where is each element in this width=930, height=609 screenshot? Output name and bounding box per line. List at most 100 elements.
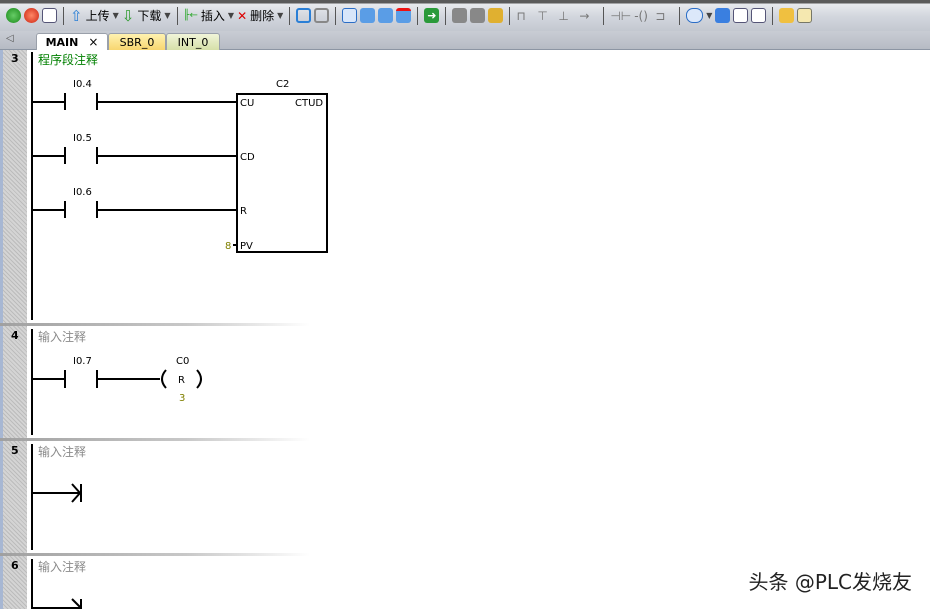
coil-address: C0 — [176, 356, 189, 367]
delete-icon: ✕ — [237, 8, 248, 23]
insert-label: 插入 — [200, 9, 225, 23]
line-up-icon[interactable]: ⊥ — [558, 8, 569, 23]
network-gray-icon[interactable] — [314, 8, 330, 23]
line-down-icon[interactable]: ⊤ — [537, 8, 548, 23]
separator — [417, 6, 419, 25]
tab-label: MAIN — [45, 35, 79, 49]
network-number: 6 — [11, 559, 19, 572]
box-type: CTUD — [295, 98, 323, 109]
ladder-diagram: I0.4 I0.5 I0.6 C2 CTUD CU CD R PV 8 I0.7… — [31, 52, 328, 609]
symbol-table-icon[interactable] — [715, 8, 731, 23]
run-icon[interactable] — [6, 8, 21, 23]
tab-label: INT_0 — [177, 35, 209, 49]
pv-value[interactable]: 8 — [225, 241, 231, 252]
chevron-down-icon[interactable]: ▼ — [164, 11, 171, 20]
contact-i0-4[interactable] — [32, 93, 237, 110]
pin-cd: CD — [240, 152, 255, 163]
network-number: 3 — [11, 52, 19, 65]
network-number: 5 — [11, 444, 19, 457]
box-icon[interactable]: ⊐ — [655, 8, 666, 23]
contact-i0-6[interactable] — [32, 201, 237, 218]
network-comment[interactable]: 输入注释 — [38, 560, 87, 574]
upload-label: 上传 — [85, 9, 110, 23]
chevron-down-icon[interactable]: ▼ — [112, 11, 119, 20]
contact-i0-5[interactable] — [32, 147, 237, 164]
goto-icon[interactable]: ➜ — [424, 8, 440, 23]
network-number: 4 — [11, 329, 19, 342]
separator — [603, 6, 605, 25]
next-bookmark-icon[interactable] — [378, 8, 394, 23]
tab-main[interactable]: MAIN × — [36, 33, 108, 50]
prev-bookmark-icon[interactable] — [360, 8, 376, 23]
coil-instruction: R — [178, 375, 185, 386]
ladder-editor[interactable]: 3 程序段注释 4 输入注释 5 输入注释 6 输入注释 I0.4 I0.5 I… — [0, 50, 930, 609]
separator — [772, 6, 774, 25]
branch-down-icon[interactable]: ⊓ — [516, 8, 526, 23]
upload-button[interactable]: ⇧上传▼ — [70, 6, 119, 26]
counter-address: C2 — [276, 79, 289, 90]
unlock-icon[interactable] — [470, 8, 486, 23]
toolbar: ⇧上传▼ ⇩下载▼ ╟←插入▼ ✕删除▼ ➜ ⊓ ⊤ ⊥ → ⊣⊢ -() ⊐ … — [0, 0, 930, 31]
edit-network-comment-icon[interactable] — [751, 8, 767, 23]
pin-pv: PV — [240, 241, 253, 252]
contact-address: I0.4 — [73, 79, 92, 90]
watermark: 头条 @PLC发烧友 — [748, 570, 912, 594]
contact-i0-7[interactable] — [32, 370, 160, 388]
coil-icon[interactable]: -() — [634, 8, 648, 23]
separator — [176, 6, 178, 25]
tab-label: SBR_0 — [119, 35, 155, 49]
contact-address: I0.7 — [73, 356, 92, 367]
close-icon[interactable]: × — [88, 35, 99, 49]
delete-button[interactable]: ✕删除▼ — [237, 6, 283, 26]
separator — [335, 6, 337, 25]
separator — [63, 6, 64, 25]
insert-button[interactable]: ╟←插入▼ — [184, 6, 235, 26]
line-right-icon[interactable]: → — [579, 8, 590, 23]
add-lock-icon[interactable] — [488, 8, 504, 23]
edit-comment-icon[interactable] — [733, 8, 749, 23]
separator — [679, 6, 681, 25]
symbol-icon[interactable] — [686, 8, 704, 23]
scroll-left-icon[interactable]: ◁ — [6, 33, 14, 44]
tab-bar: ◁ MAIN × SBR_0 INT_0 — [0, 31, 930, 50]
remove-bookmark-icon[interactable] — [396, 8, 412, 23]
network-icon[interactable] — [296, 8, 312, 23]
down-arrow-icon: ⇩ — [121, 6, 135, 25]
insert-icon: ╟← — [183, 10, 198, 21]
compile-icon[interactable] — [42, 8, 57, 23]
key-icon[interactable] — [779, 8, 795, 23]
bookmark-icon[interactable] — [342, 8, 358, 23]
open-rung-arrow[interactable] — [32, 598, 82, 609]
contact-address: I0.5 — [73, 133, 92, 144]
separator — [289, 6, 291, 25]
chevron-down-icon[interactable]: ▼ — [227, 11, 235, 20]
open-rung-arrow[interactable] — [32, 483, 82, 503]
network-separator — [0, 323, 310, 326]
tab-int0[interactable]: INT_0 — [166, 33, 220, 50]
network-separator — [0, 438, 310, 441]
reset-coil[interactable] — [161, 369, 202, 389]
download-button[interactable]: ⇩下载▼ — [122, 6, 171, 26]
chevron-down-icon[interactable]: ▼ — [277, 11, 284, 20]
separator — [445, 6, 447, 25]
network-separator — [0, 553, 310, 556]
coil-count[interactable]: 3 — [179, 393, 185, 404]
network-comment[interactable]: 输入注释 — [38, 445, 87, 459]
chevron-down-icon[interactable]: ▼ — [706, 11, 713, 20]
network-comment[interactable]: 输入注释 — [38, 330, 87, 344]
stop-icon[interactable] — [24, 8, 39, 23]
network-gutter — [0, 50, 27, 609]
ctud-box[interactable] — [236, 93, 328, 253]
up-arrow-icon: ⇧ — [70, 6, 83, 25]
pin-r: R — [240, 206, 247, 217]
properties-icon[interactable] — [797, 8, 813, 23]
separator — [509, 6, 511, 25]
lock-icon[interactable] — [452, 8, 468, 23]
delete-label: 删除 — [250, 9, 275, 23]
contact-address: I0.6 — [73, 187, 92, 198]
tab-sbr0[interactable]: SBR_0 — [108, 33, 166, 50]
contact-icon[interactable]: ⊣⊢ — [610, 8, 632, 23]
download-label: 下载 — [137, 9, 162, 23]
pin-cu: CU — [240, 98, 254, 109]
network-comment[interactable]: 程序段注释 — [38, 53, 99, 67]
